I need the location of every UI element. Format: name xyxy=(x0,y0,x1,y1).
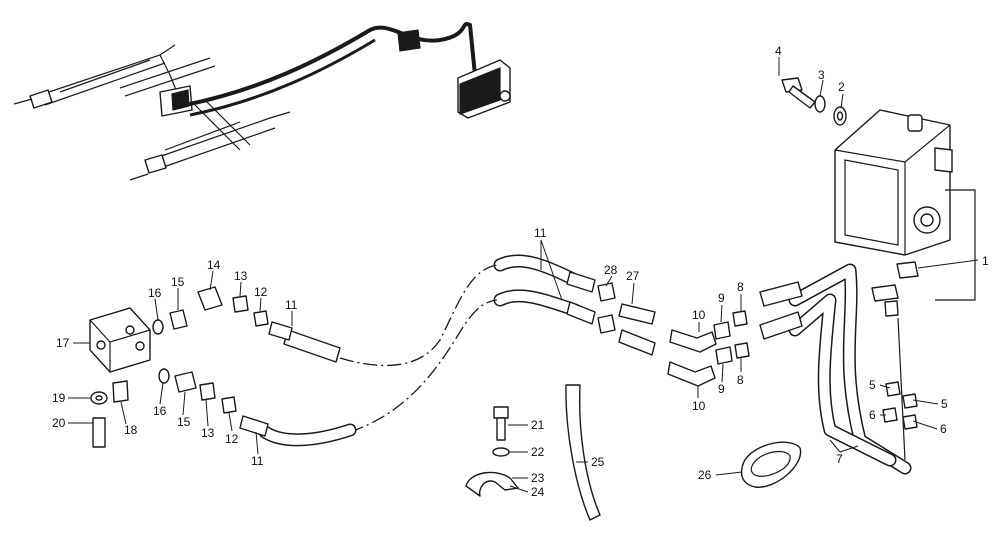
callout-11-top: 11 xyxy=(534,226,547,240)
callout-11-bottom: 11 xyxy=(251,454,264,468)
callout-10-upper: 10 xyxy=(692,308,706,322)
callout-18: 18 xyxy=(124,423,138,437)
callout-15-lower: 15 xyxy=(177,415,191,429)
callout-20: 20 xyxy=(52,416,66,430)
callout-5-left: 5 xyxy=(869,378,876,392)
callout-8-lower: 8 xyxy=(737,373,744,387)
tee-fittings xyxy=(871,261,919,317)
callout-6-left: 6 xyxy=(869,408,876,422)
callout-11-left: 11 xyxy=(285,298,298,312)
tank-bolt xyxy=(781,77,816,109)
drain-plug-18 xyxy=(112,380,129,403)
fittings-5-6 xyxy=(882,381,918,430)
callout-13-upper: 13 xyxy=(234,269,248,283)
callout-26: 26 xyxy=(698,468,712,482)
callout-5-right: 5 xyxy=(941,397,948,411)
callout-25: 25 xyxy=(591,455,605,469)
callout-19: 19 xyxy=(52,391,66,405)
callout-9-lower: 9 xyxy=(718,382,725,396)
hose-route-upper xyxy=(339,264,498,367)
tank-washer-3 xyxy=(814,95,826,113)
callout-27: 27 xyxy=(626,269,640,283)
hose-11-lower xyxy=(239,415,357,447)
return-hoses-7 xyxy=(759,263,912,475)
cable-tie-25 xyxy=(565,384,601,521)
callout-22: 22 xyxy=(531,445,545,459)
callout-28: 28 xyxy=(604,263,618,277)
callout-2: 2 xyxy=(838,80,845,94)
fittings-28-27 xyxy=(597,282,656,356)
elbow-fittings-10 xyxy=(667,329,717,387)
callout-1: 1 xyxy=(982,254,989,268)
callout-labels: 1 2 3 4 5 5 6 6 7 8 8 9 9 10 10 11 11 11… xyxy=(52,44,989,499)
callout-16-lower: 16 xyxy=(153,404,167,418)
callout-17: 17 xyxy=(56,336,70,350)
overview-assembly xyxy=(13,22,511,181)
callout-7: 7 xyxy=(836,452,843,466)
bolt-21 xyxy=(493,406,509,441)
leader-lines xyxy=(68,57,979,493)
fittings-lower-row xyxy=(158,368,237,414)
hose-11-upper xyxy=(493,254,596,325)
callout-13-lower: 13 xyxy=(201,426,215,440)
hose-11-left xyxy=(268,321,341,363)
oil-tank xyxy=(834,109,953,256)
callout-23: 23 xyxy=(531,471,545,485)
callout-9-upper: 9 xyxy=(718,291,725,305)
manifold-block xyxy=(89,307,151,373)
callout-12-lower: 12 xyxy=(225,432,239,446)
callout-15-upper: 15 xyxy=(171,275,185,289)
callout-16-upper: 16 xyxy=(148,286,162,300)
seal-washer-19 xyxy=(90,391,108,405)
callout-6-right: 6 xyxy=(940,422,947,436)
banjo-bolt-20 xyxy=(92,417,106,448)
p-clamp-23-24 xyxy=(465,471,519,497)
tank-washer-2 xyxy=(833,106,847,126)
callout-12-upper: 12 xyxy=(254,285,268,299)
washer-22 xyxy=(492,447,510,457)
callout-3: 3 xyxy=(818,68,825,82)
fittings-upper-row xyxy=(152,286,269,335)
callout-14: 14 xyxy=(207,258,221,272)
callout-10-lower: 10 xyxy=(692,399,706,413)
grommet-26 xyxy=(740,441,802,488)
callout-21: 21 xyxy=(531,418,545,432)
bracket-line-1 xyxy=(935,189,976,301)
callout-24: 24 xyxy=(531,485,545,499)
nuts-9 xyxy=(713,321,733,365)
callout-8-upper: 8 xyxy=(737,280,744,294)
sleeves-8 xyxy=(732,310,750,359)
callout-4: 4 xyxy=(775,44,782,58)
hose-route-lower xyxy=(349,299,498,433)
